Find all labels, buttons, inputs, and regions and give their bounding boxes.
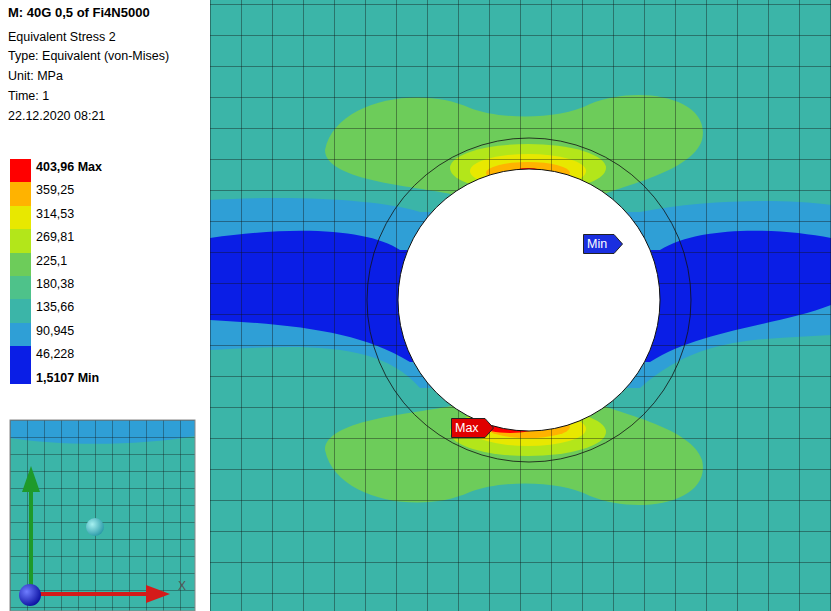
view-sphere [86,518,104,536]
legend-value: 90,945 [36,323,74,339]
x-arrowhead [146,585,170,603]
legend-value: 314,53 [36,206,74,222]
y-axis [29,490,33,592]
y-arrowhead [22,466,40,492]
legend-value: 180,38 [36,276,74,292]
legend-swatch [10,182,31,206]
z-axis-sphere [19,584,41,606]
legend-swatch [10,323,31,347]
result-name: Equivalent Stress 2 [8,29,116,45]
mesh-grid [210,0,831,611]
legend-value: 359,25 [36,182,74,198]
legend-swatch [10,159,31,183]
tag-outline [452,419,494,438]
triad-frame [10,420,195,611]
legend-value: 269,81 [36,229,74,245]
legend-swatch [10,253,31,277]
result-type: Type: Equivalent (von-Mises) [8,48,169,64]
legend-swatch [10,229,31,253]
legend-swatch [10,299,31,323]
max-probe-tag: Max [451,418,494,438]
tag-text: Min [583,234,611,254]
legend-value: 403,96 Max [36,159,102,175]
tag-outline [584,235,623,254]
legend-value: 225,1 [36,253,67,269]
legend-min-value: 1,5107 Min [36,370,99,386]
legend-swatch [10,276,31,300]
result-time: Time: 1 [8,88,49,104]
legend-swatch [10,346,31,383]
result-unit: Unit: MPa [8,68,63,84]
min-probe-tag: Min [583,234,623,254]
axis-triad [10,420,195,611]
mesh-ring [367,138,691,462]
x-axis [31,592,148,596]
triad-mesh [10,420,195,611]
legend-value: 135,66 [36,299,74,315]
result-date: 22.12.2020 08:21 [8,108,105,124]
hole [398,169,660,431]
legend-swatch [10,206,31,230]
triad-ground [10,420,195,611]
result-title: M: 40G 0,5 of Fi4N5000 [8,5,150,21]
axis-label: X [178,578,186,594]
tag-text: Max [451,418,483,438]
field-ground [210,0,831,611]
legend-value: 46,228 [36,346,74,362]
mesh-field [210,0,831,611]
